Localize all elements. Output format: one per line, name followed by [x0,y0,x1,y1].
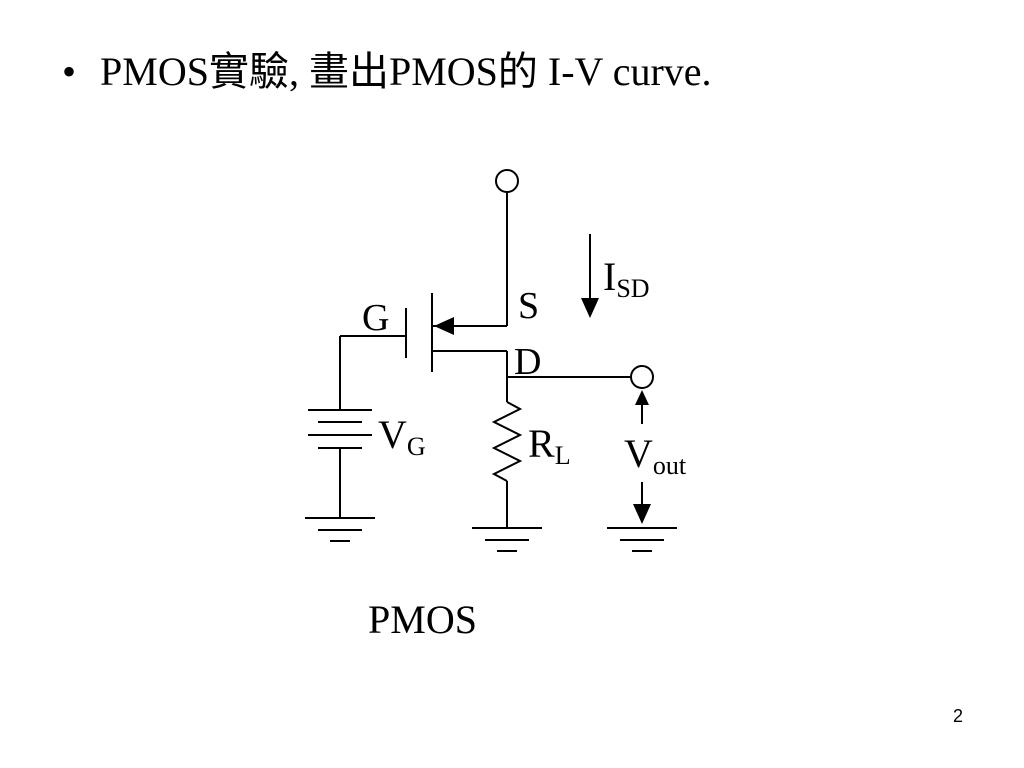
current-label: ISD [603,254,650,303]
output-terminal [630,365,654,389]
output-voltage-label: Vout [624,431,687,480]
current-arrow-icon [581,234,599,318]
load-resistor-label: RL [528,421,571,470]
bullet-icon: • [62,49,77,94]
bullet-item: • PMOS實驗, 畫出PMOS的 I-V curve. [62,44,712,100]
gate-label: G [362,297,389,339]
gate-voltage-label: VG [378,412,426,461]
circuit-caption: PMOS [368,597,477,642]
drain-label: D [514,341,541,383]
page-number: 2 [952,706,963,726]
vout-up-arrow-icon [635,390,649,424]
source-terminal [495,169,519,193]
bullet-text: PMOS實驗, 畫出PMOS的 I-V curve. [100,49,712,94]
source-label: S [518,285,539,327]
vout-down-arrow-icon [633,482,651,524]
pmos-arrow-icon [434,317,480,335]
load-resistor-icon [491,401,523,482]
